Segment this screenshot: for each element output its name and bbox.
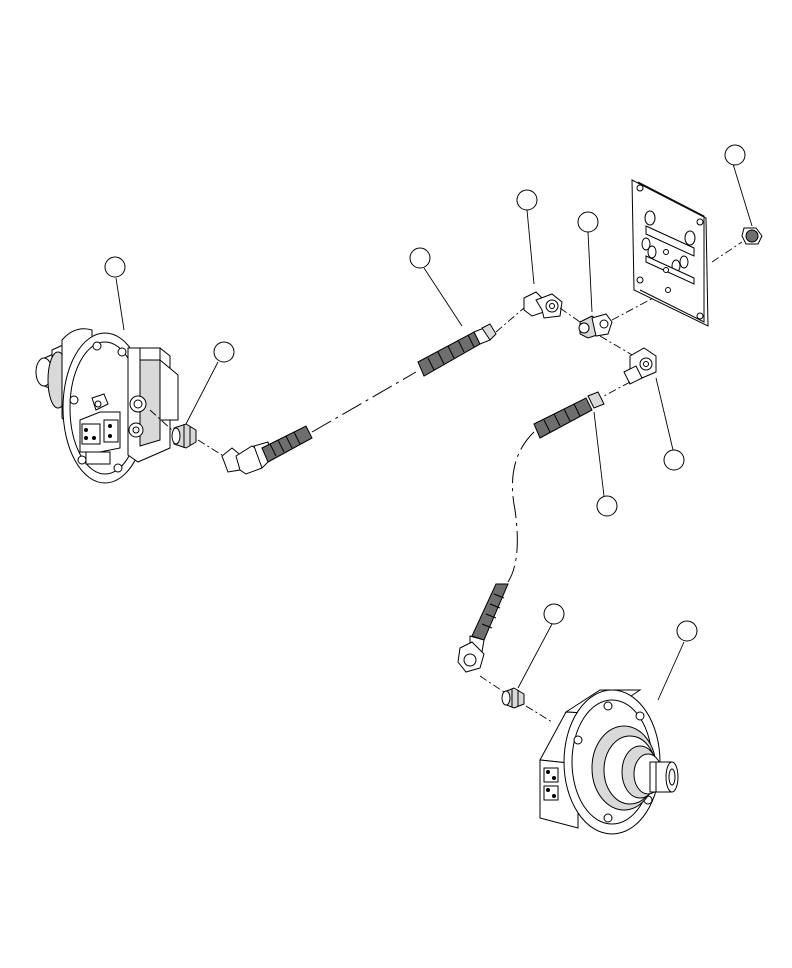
callout-leaders bbox=[115, 163, 753, 701]
elbow-fitting-upper bbox=[523, 291, 563, 319]
straight-fitting-right bbox=[501, 687, 525, 709]
callout-balloon-straight-fitting-left bbox=[213, 341, 235, 363]
callout-balloon-cap-nut bbox=[724, 144, 746, 166]
callout-balloon-hose-upper bbox=[409, 247, 431, 269]
elbow-fitting-lower bbox=[623, 347, 657, 385]
callout-balloon-motor-left bbox=[104, 256, 126, 278]
hydraulic-motor-left bbox=[35, 328, 179, 484]
straight-fitting-left bbox=[171, 423, 197, 449]
callout-balloon-straight-fitting-right bbox=[543, 603, 565, 625]
cap-nut bbox=[741, 227, 763, 245]
callout-balloon-elbow-lower bbox=[663, 449, 685, 471]
hose-upper bbox=[221, 323, 497, 475]
tee-fitting bbox=[578, 313, 613, 339]
mounting-plate bbox=[631, 179, 709, 327]
callout-balloon-hose-lower bbox=[596, 495, 618, 517]
callout-balloon-motor-right bbox=[676, 620, 698, 642]
callout-balloon-elbow-upper bbox=[516, 189, 538, 211]
hose-lower bbox=[457, 391, 605, 673]
hydraulic-motor-right bbox=[539, 689, 679, 835]
callout-balloon-tee-fitting bbox=[577, 211, 599, 233]
